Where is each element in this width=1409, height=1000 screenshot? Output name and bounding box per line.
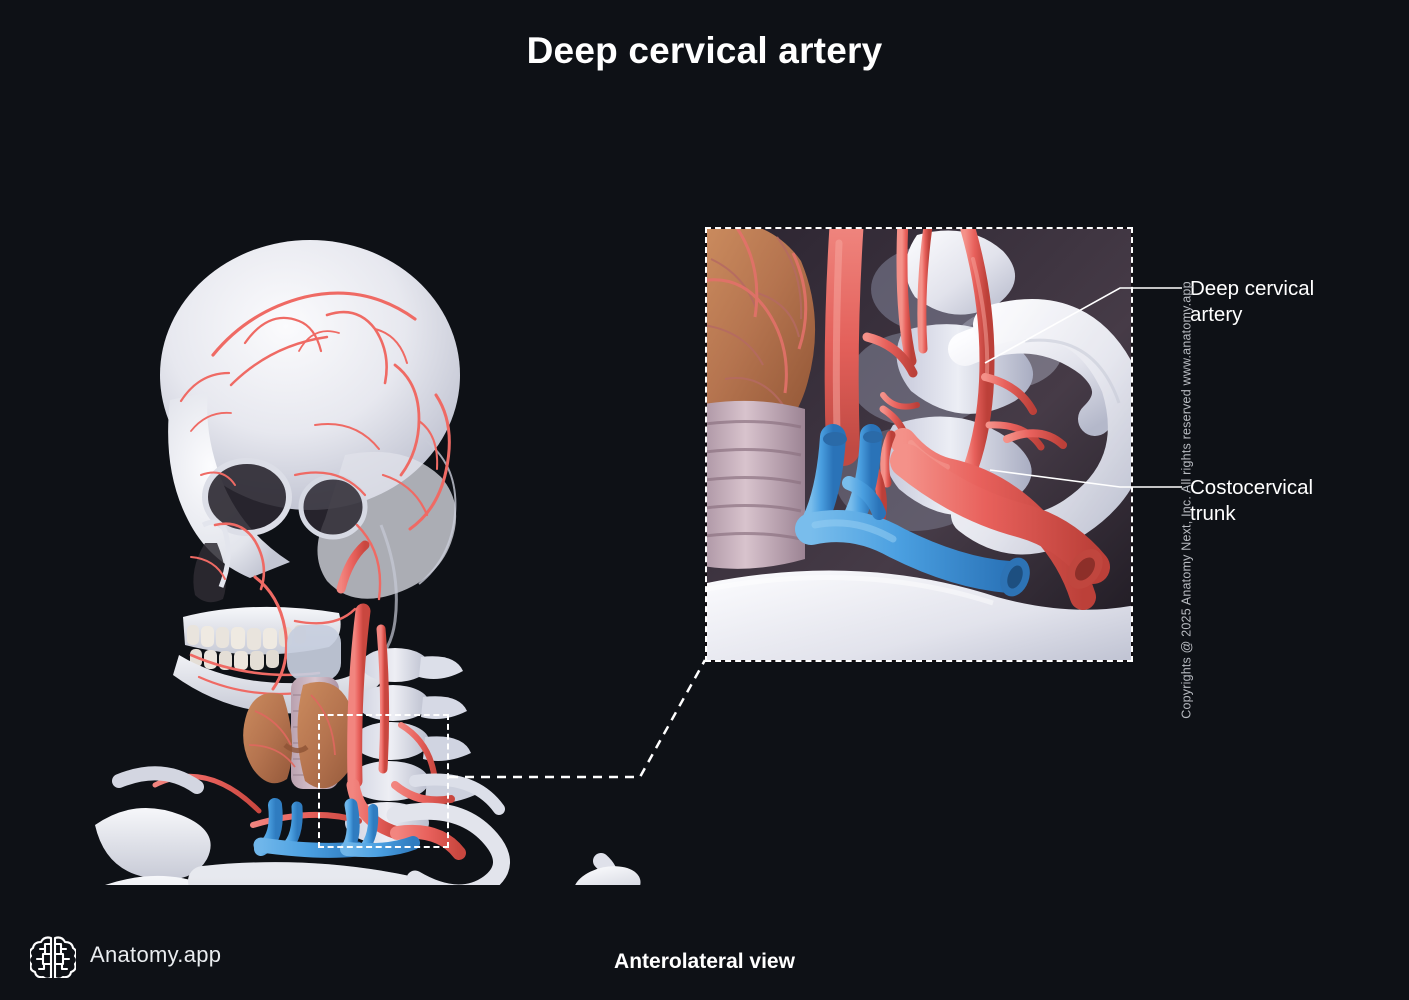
inset-detail-figure: [705, 227, 1133, 662]
label-deep-cervical-artery: Deep cervical artery: [1190, 277, 1315, 326]
brand-name: Anatomy.app: [90, 942, 222, 967]
neck-arteries: [152, 540, 466, 860]
neck-veins: [253, 798, 420, 858]
copyright-notice: Copyrights @ 2025 Anatomy Next, Inc. All…: [1179, 281, 1194, 719]
brand-logo[interactable]: Anatomy.app: [30, 932, 221, 978]
page-title: Deep cervical artery: [526, 30, 883, 71]
thyroid-gland: [243, 681, 358, 789]
zoom-region-highlight: [318, 714, 449, 848]
inset-thyroid-gland: [707, 229, 815, 452]
inset-clavicle: [707, 570, 1131, 660]
inset-arteries: [824, 229, 1110, 610]
inset-veins: [795, 424, 1030, 597]
upper-teeth: [187, 625, 306, 650]
skull-cranium: [160, 240, 460, 599]
brain-icon: [30, 936, 76, 978]
inset-illustration: [707, 229, 1131, 660]
view-caption: Anterolateral view: [614, 950, 795, 973]
neck-region: [152, 540, 475, 860]
inset-trachea: [707, 400, 805, 569]
label-costocervical-trunk: Costocervical trunk: [1190, 476, 1314, 525]
